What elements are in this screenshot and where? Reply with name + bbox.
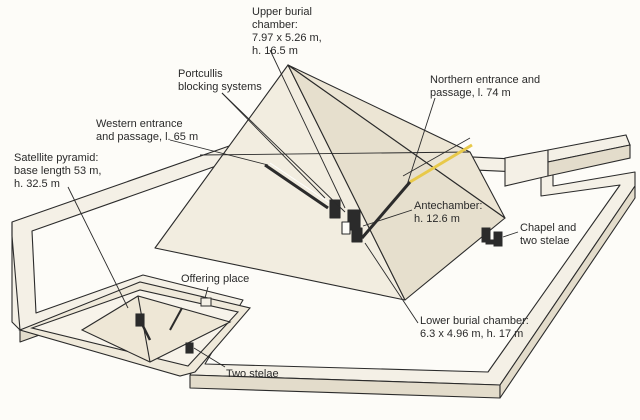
offering-place-marker	[200, 297, 212, 307]
label-portcullis: Portcullis blocking systems	[178, 68, 262, 93]
label-lower-burial-chamber: Lower burial chamber: 6.3 x 4.96 m, h. 1…	[420, 315, 529, 340]
label-western-entrance: Western entrance and passage, l. 65 m	[96, 118, 199, 143]
causeway	[504, 134, 631, 187]
label-chapel: Chapel and two stelae	[520, 222, 577, 247]
leader-lines	[67, 49, 519, 368]
satellite-enclosure	[18, 281, 252, 377]
label-satellite-pyramid: Satellite pyramid: base length 53 m, h. …	[14, 152, 102, 190]
label-antechamber: Antechamber: h. 12.6 m	[414, 200, 483, 225]
label-two-stelae: Two stelae	[226, 368, 279, 380]
chapel	[481, 227, 503, 247]
label-northern-entrance: Northern entrance and passage, l. 74 m	[430, 74, 541, 99]
label-offering-place: Offering place	[181, 273, 250, 285]
main-pyramid	[154, 64, 506, 301]
label-upper-burial-chamber: Upper burial chamber: 7.97 x 5.26 m, h. …	[252, 6, 322, 57]
